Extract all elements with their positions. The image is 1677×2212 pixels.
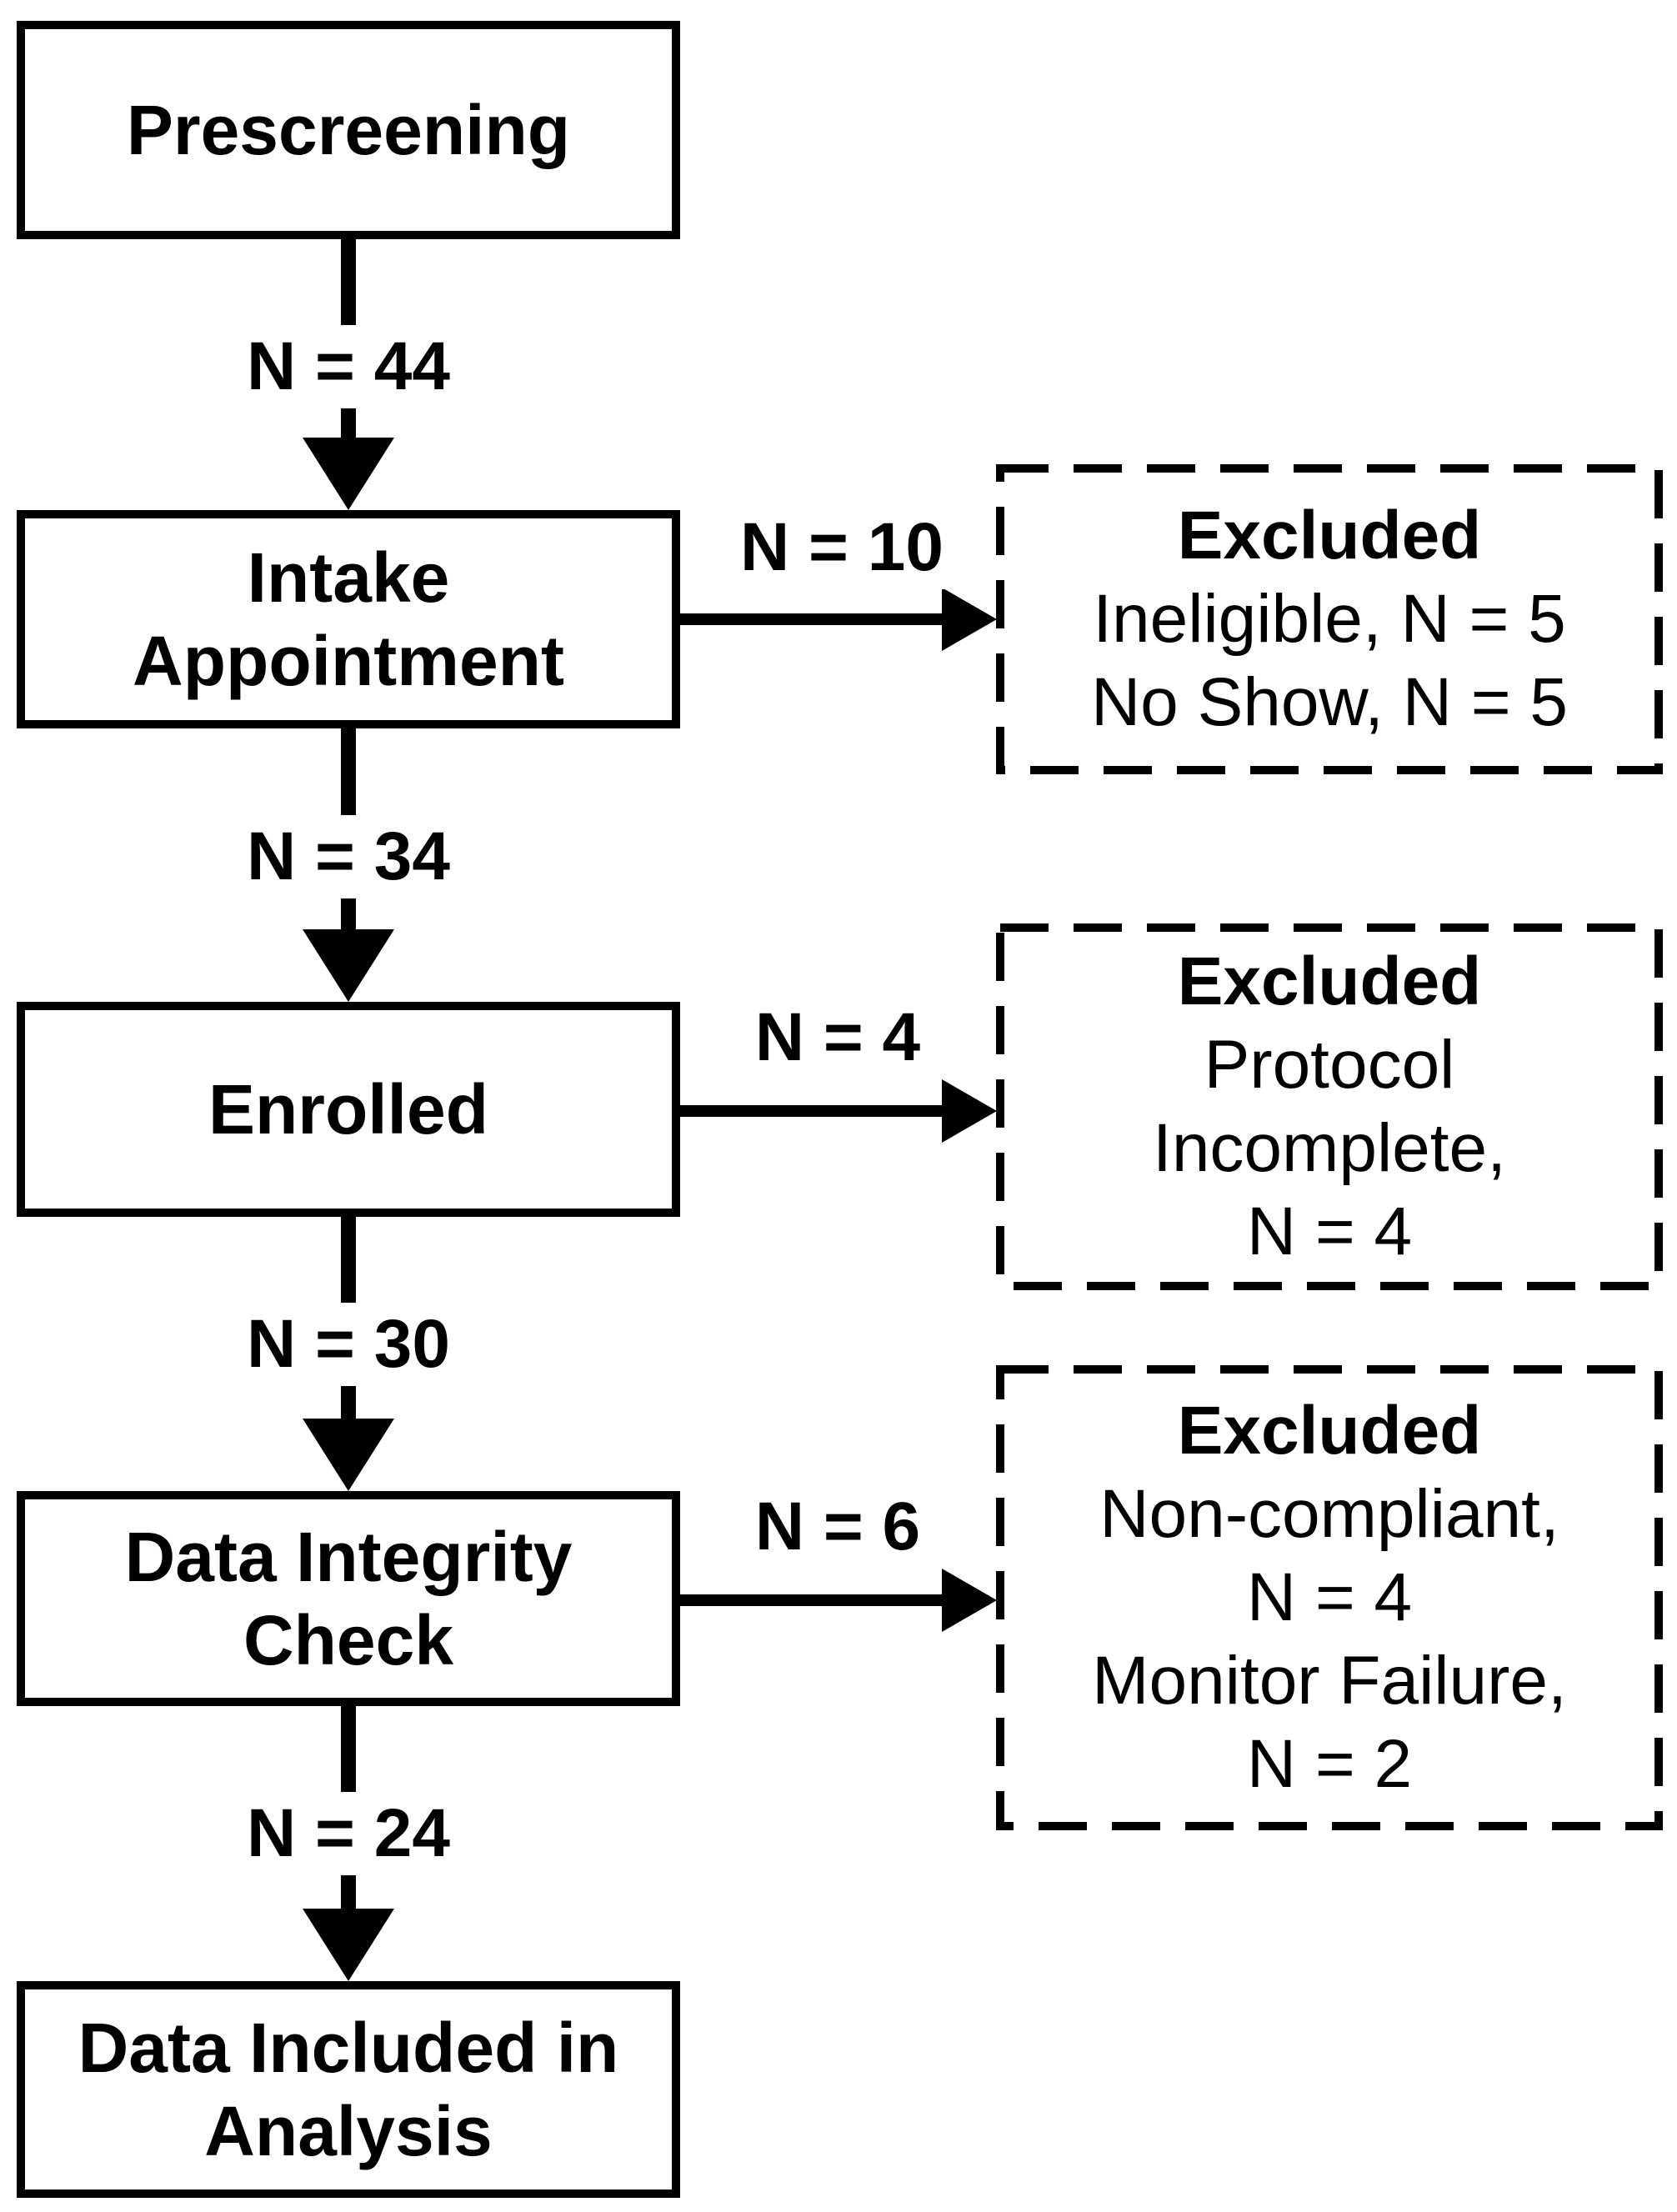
exclusion-reason: Ineligible, N = 5 (1093, 581, 1566, 657)
arrowhead-exclusion-1 (942, 588, 997, 651)
step-label: Enrolled (208, 1070, 489, 1149)
step-label: Data Included in (78, 2009, 619, 2087)
step-label: Prescreening (126, 91, 571, 169)
exclusion-reason: N = 4 (1246, 1194, 1413, 1269)
exclusion-box-intake: Excluded Ineligible, N = 5 No Show, N = … (1004, 473, 1654, 766)
step-intake-appointment: Intake Appointment (17, 510, 680, 728)
step-label: Appointment (133, 622, 564, 700)
arrowhead-exclusion-2 (942, 1079, 997, 1143)
flow-count-label: N = 30 (240, 1303, 457, 1386)
exclusion-reason: N = 2 (1246, 1726, 1413, 1802)
arrowhead-analysis (303, 1909, 394, 1981)
exclusion-reason: No Show, N = 5 (1090, 664, 1569, 740)
exclusion-box-outline-2 (996, 923, 1663, 1290)
flow-count-label: N = 44 (240, 325, 457, 408)
step-label: Check (243, 1601, 454, 1679)
exclusion-box-integrity: Excluded Non-compliant, N = 4 Monitor Fa… (1004, 1374, 1654, 1822)
step-label: Analysis (204, 2092, 493, 2170)
step-prescreening: Prescreening (17, 21, 680, 239)
step-data-included-in-analysis: Data Included in Analysis (17, 1981, 680, 2198)
arrowhead-integrity (303, 1419, 394, 1491)
exclusion-reason: Monitor Failure, (1092, 1643, 1567, 1719)
arrowhead-exclusion-3 (942, 1569, 997, 1632)
step-label: Intake (247, 538, 450, 617)
exclusion-reason: Incomplete, (1153, 1110, 1506, 1186)
step-label: Data Integrity (124, 1518, 573, 1596)
exclusion-heading: Excluded (1177, 1393, 1482, 1469)
exclusion-reason: Non-compliant, (1099, 1476, 1559, 1552)
exclusion-count-label: N = 4 (717, 996, 959, 1079)
step-enrolled: Enrolled (17, 1002, 680, 1217)
arrowhead-enrolled (303, 929, 394, 1002)
exclusion-box-enrolled: Excluded Protocol Incomplete, N = 4 (1004, 932, 1654, 1282)
exclusion-count-label: N = 10 (717, 506, 967, 589)
step-data-integrity-check: Data Integrity Check (17, 1491, 680, 1706)
exclusion-heading: Excluded (1177, 943, 1482, 1019)
arrowhead-intake (303, 438, 394, 510)
exclusion-heading: Excluded (1177, 498, 1482, 573)
exclusion-count-label: N = 6 (717, 1485, 959, 1569)
flow-count-label: N = 24 (240, 1792, 457, 1875)
flow-count-label: N = 34 (240, 815, 457, 898)
exclusion-reason: N = 4 (1246, 1559, 1413, 1635)
exclusion-reason: Protocol (1204, 1027, 1455, 1103)
exclusion-box-outline-3 (996, 1365, 1663, 1830)
exclusion-box-outline-1 (996, 464, 1663, 774)
